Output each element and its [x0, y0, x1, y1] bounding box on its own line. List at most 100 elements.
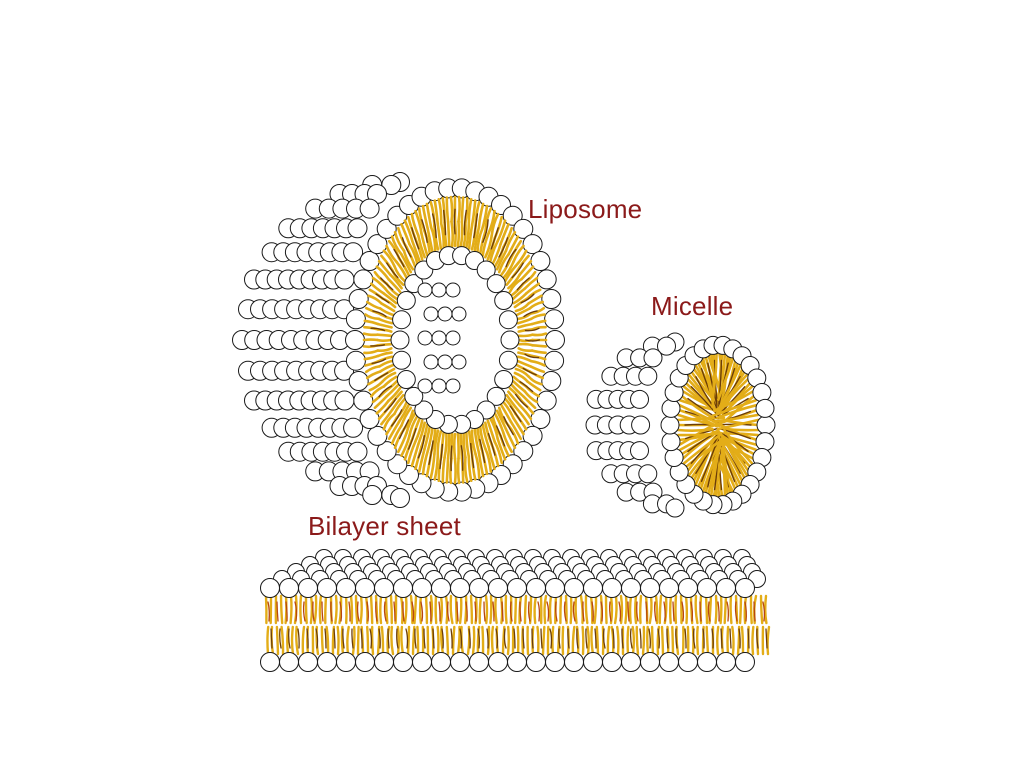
lipid-tail	[458, 627, 460, 654]
lipid-head	[335, 391, 354, 410]
lipid-tail	[292, 627, 293, 654]
lipid-head	[344, 418, 363, 437]
lipid-head	[393, 351, 411, 369]
lipid-tail	[277, 602, 278, 621]
lipid-head	[424, 307, 438, 321]
lipid-tail	[291, 596, 292, 623]
lipid-head	[354, 270, 373, 289]
lipid-tail	[678, 433, 718, 435]
lipid-head	[698, 579, 717, 598]
lipid-tail	[631, 629, 632, 648]
lipid-tail	[545, 596, 546, 623]
lipid-tail	[358, 602, 359, 621]
lipid-head	[335, 270, 354, 289]
lipid-tail	[347, 627, 348, 654]
lipid-tail	[366, 596, 367, 623]
lipid-tail	[532, 321, 545, 324]
lipid-tail	[625, 596, 626, 623]
lipid-tail	[311, 596, 312, 623]
lipid-tail	[448, 602, 449, 621]
lipid-tail	[608, 627, 609, 654]
lipid-tail	[506, 596, 507, 623]
lipid-head	[546, 331, 565, 350]
lipid-head	[661, 416, 679, 434]
lipid-tail	[351, 596, 352, 623]
lipid-tail	[532, 351, 545, 353]
lipid-tail	[327, 627, 329, 654]
lipid-head	[489, 653, 508, 672]
lipid-tail	[606, 596, 607, 623]
lipid-head	[603, 579, 622, 598]
lipid-head	[452, 355, 466, 369]
lipid-head	[662, 433, 680, 451]
lipid-tail	[628, 602, 629, 621]
lipid-head	[665, 449, 683, 467]
lipid-head	[318, 579, 337, 598]
lipid-head	[363, 486, 382, 505]
lipid-head	[565, 579, 584, 598]
lipid-tail	[532, 345, 546, 346]
lipid-tail	[401, 596, 403, 623]
lipid-tail	[532, 334, 546, 336]
lipid-tail	[675, 596, 676, 623]
lipid-head	[280, 579, 299, 598]
lipid-tail	[673, 602, 674, 621]
lipid-tail	[681, 596, 682, 623]
lipid-head	[631, 442, 649, 460]
lipid-tail	[420, 596, 421, 623]
lipid-tail	[365, 321, 378, 324]
lipid-head	[527, 653, 546, 672]
lipid-tail	[495, 596, 496, 623]
lipid-head	[584, 579, 603, 598]
lipid-tail	[454, 434, 455, 459]
lipid-tail	[370, 629, 371, 648]
lipid-tail	[391, 627, 393, 654]
lipid-tail	[541, 629, 542, 648]
lipid-tail	[401, 627, 403, 654]
lipid-head	[451, 653, 470, 672]
lipid-tail	[334, 629, 335, 648]
lipid-tail	[441, 596, 442, 623]
lipid-tail	[469, 199, 471, 223]
lipid-tail	[721, 596, 722, 623]
lipid-tail	[678, 429, 712, 430]
lipid-tail	[633, 627, 634, 654]
lipid-tail	[597, 627, 598, 654]
lipid-head	[662, 399, 680, 417]
lipid-head	[438, 307, 452, 321]
lipid-head	[432, 379, 446, 393]
lipid-tail	[560, 596, 561, 623]
lipid-head	[508, 579, 527, 598]
lipid-tail	[591, 596, 592, 623]
lipid-head	[622, 653, 641, 672]
lipid-head	[348, 219, 367, 238]
micelle-label: Micelle	[651, 293, 733, 319]
lipid-tail	[413, 627, 414, 654]
lipid-head	[660, 579, 679, 598]
lipid-tail	[732, 627, 733, 654]
lipid-tail	[531, 315, 544, 319]
lipid-head	[546, 579, 565, 598]
lipid-tail	[621, 596, 622, 623]
lipid-tail	[751, 596, 752, 623]
lipid-tail	[640, 629, 641, 648]
lipid-tail	[378, 335, 392, 336]
lipid-tail	[367, 302, 380, 309]
lipid-head	[394, 653, 413, 672]
micelle-illustration	[586, 333, 775, 517]
bilayer-sheet-illustration	[261, 550, 770, 672]
lipid-tail	[531, 361, 544, 365]
lipid-head	[756, 399, 774, 417]
lipid-tail	[664, 602, 665, 621]
lipid-head	[495, 292, 513, 310]
lipid-head	[432, 653, 451, 672]
lipid-tail	[583, 627, 584, 654]
lipid-tail	[670, 596, 671, 623]
lipid-tail	[456, 596, 457, 623]
lipid-head	[641, 653, 660, 672]
lipid-tail	[403, 602, 404, 621]
lipid-tail	[637, 627, 638, 654]
lipid-tail	[508, 627, 509, 654]
lipid-head	[542, 290, 561, 309]
